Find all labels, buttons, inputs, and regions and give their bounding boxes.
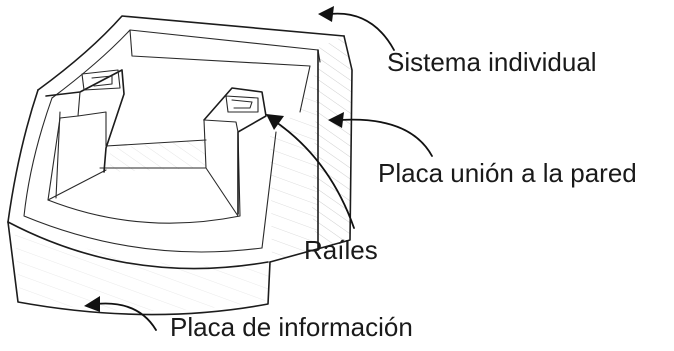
label-placa-union-pared: Placa unión a la pared [378,158,637,188]
arrows [84,6,433,331]
rail-left [45,69,125,199]
rail-right [203,87,267,215]
label-placa-informacion: Placa de información [170,312,413,342]
box-outline [7,15,353,316]
label-sistema-individual: Sistema individual [387,47,597,77]
label-railes: Raíles [304,235,378,265]
shading [14,36,352,311]
